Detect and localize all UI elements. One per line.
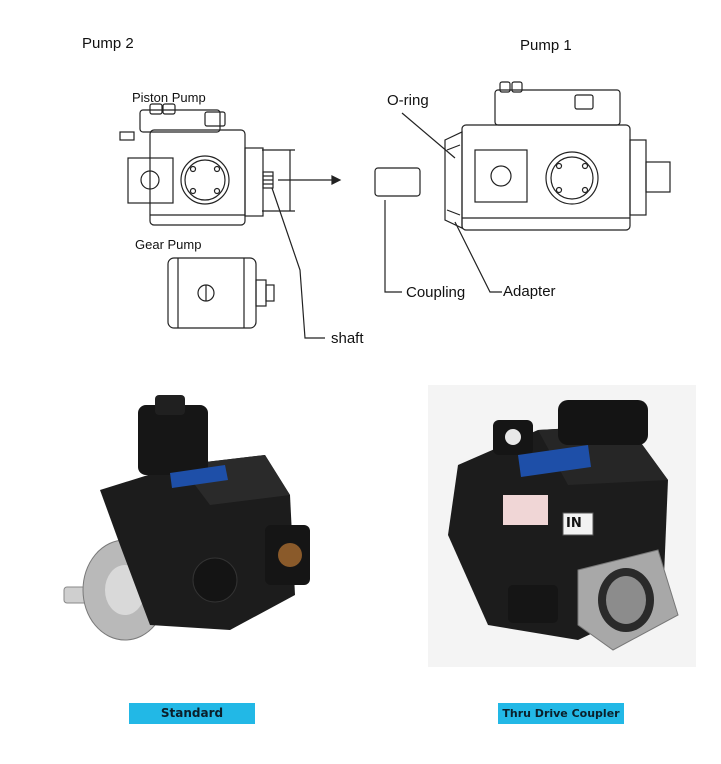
standard-label: Standard: [129, 703, 255, 724]
adapter-label: Adapter: [503, 283, 556, 300]
thru-drive-label: Thru Drive Coupler: [498, 703, 624, 724]
thru-drive-pump-photo: IN: [428, 385, 696, 667]
adapter-drawing: [444, 131, 463, 229]
piston-pump-drawing: [119, 103, 274, 226]
pump1-drawing: [461, 81, 671, 231]
pump2-title: Pump 2: [82, 35, 134, 52]
coupling-label: Coupling: [406, 284, 466, 301]
schematic-svg: [119, 81, 671, 339]
nameplate-tag: IN: [566, 516, 582, 531]
gear-pump-drawing: [167, 257, 275, 329]
gear-pump-label: Gear Pump: [135, 237, 202, 252]
coupling-drawing: [374, 167, 421, 197]
standard-pump-photo: [60, 395, 350, 645]
shaft-label: shaft: [331, 330, 364, 347]
o-ring-label: O-ring: [387, 92, 429, 109]
pump1-title: Pump 1: [520, 37, 572, 54]
piston-pump-label: Piston Pump: [132, 90, 206, 105]
